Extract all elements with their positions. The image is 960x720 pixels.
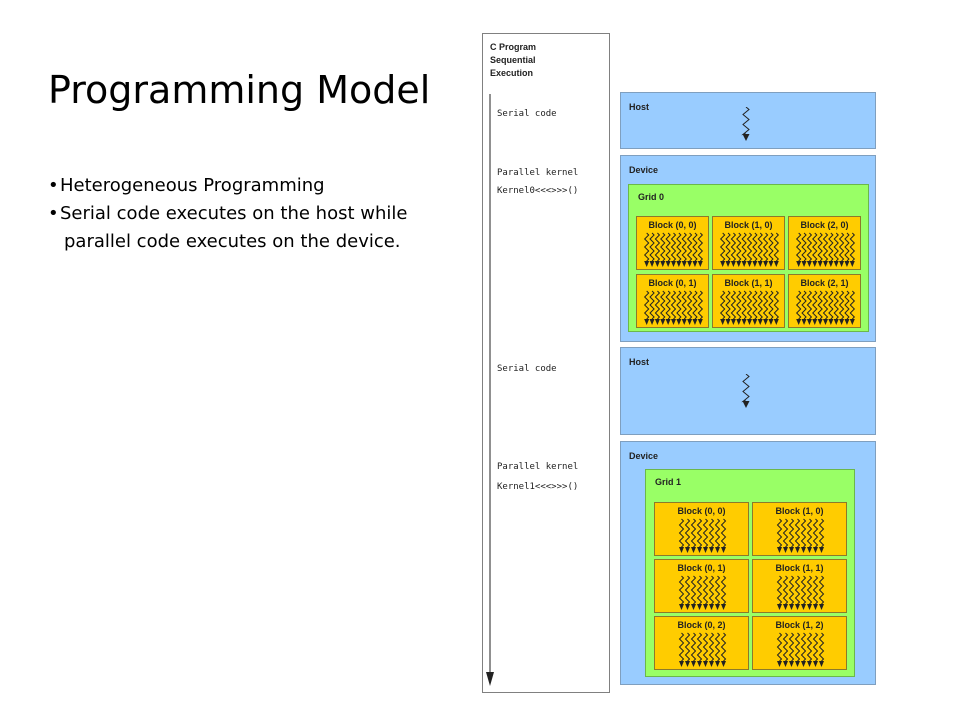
block-cell: Block (1, 0) — [712, 216, 785, 270]
block-label: Block (0, 1) — [648, 278, 697, 288]
grid1-box: Grid 1 Block (0, 0) Block (1, 0) Block (… — [645, 469, 855, 677]
bullet-dot-icon: • — [48, 175, 59, 196]
block-label: Block (0, 1) — [677, 563, 726, 573]
device-label: Device — [629, 451, 659, 461]
block-cell: Block (2, 0) — [788, 216, 861, 270]
thread-squiggles-icon — [776, 518, 825, 553]
thread-squiggles-icon — [678, 518, 727, 553]
thread-squiggles-icon — [719, 232, 780, 267]
serial-thread-icon — [741, 374, 750, 408]
thread-squiggles-icon — [678, 632, 727, 667]
device-label: Device — [629, 165, 659, 175]
bullet-item: • Heterogeneous Programming — [48, 172, 448, 200]
block-cell: Block (0, 0) — [654, 502, 749, 556]
thread-squiggles-icon — [678, 575, 727, 610]
grid0-box: Grid 0 Block (0, 0) Block (1, 0) Block (… — [628, 184, 869, 332]
host-box: Host — [620, 347, 876, 435]
block-cell: Block (1, 1) — [752, 559, 847, 613]
bullet-list: • Heterogeneous Programming • Serial cod… — [48, 172, 448, 256]
thread-squiggles-icon — [776, 632, 825, 667]
block-cell: Block (0, 1) — [654, 559, 749, 613]
host-box: Host — [620, 92, 876, 149]
grid1-label: Grid 1 — [655, 477, 682, 487]
thread-squiggles-icon — [719, 290, 780, 325]
bullet-continuation: parallel code executes on the device. — [64, 231, 401, 252]
device-box: Device Grid 1 Block (0, 0) Block (1, 0) … — [620, 441, 876, 685]
block-label: Block (2, 1) — [800, 278, 849, 288]
block-cell: Block (1, 2) — [752, 616, 847, 670]
block-cell: Block (0, 0) — [636, 216, 709, 270]
grid0-label: Grid 0 — [638, 192, 665, 202]
host-label: Host — [629, 357, 649, 367]
device-box: Device Grid 0 Block (0, 0) Block (1, 0) … — [620, 155, 876, 342]
block-cell: Block (2, 1) — [788, 274, 861, 328]
block-cell: Block (0, 2) — [654, 616, 749, 670]
bullet-text: Heterogeneous Programming — [60, 175, 325, 196]
thread-squiggles-icon — [643, 232, 704, 267]
block-label: Block (0, 0) — [648, 220, 697, 230]
slide-title: Programming Model — [48, 68, 431, 112]
block-label: Block (1, 1) — [724, 278, 773, 288]
block-label: Block (1, 1) — [775, 563, 824, 573]
block-label: Block (1, 0) — [775, 506, 824, 516]
thread-squiggles-icon — [795, 290, 856, 325]
parallel-kernel-label: Parallel kernel — [497, 168, 579, 178]
kernel0-label: Kernel0<<<>>>() — [497, 186, 579, 196]
thread-squiggles-icon — [795, 232, 856, 267]
block-label: Block (0, 0) — [677, 506, 726, 516]
bullet-dot-icon: • — [48, 203, 59, 224]
block-cell: Block (0, 1) — [636, 274, 709, 328]
program-title-line: Sequential — [490, 55, 536, 65]
block-label: Block (2, 0) — [800, 220, 849, 230]
program-title-line: C Program — [490, 42, 537, 52]
serial-thread-icon — [741, 107, 750, 141]
host-label: Host — [629, 102, 649, 112]
parallel-kernel-label: Parallel kernel — [497, 462, 579, 472]
c-program-panel: C Program Sequential Execution Serial co… — [482, 33, 610, 693]
block-cell: Block (1, 1) — [712, 274, 785, 328]
execution-arrow-icon — [486, 94, 494, 686]
thread-squiggles-icon — [643, 290, 704, 325]
block-label: Block (0, 2) — [677, 620, 726, 630]
thread-squiggles-icon — [776, 575, 825, 610]
block-label: Block (1, 0) — [724, 220, 773, 230]
kernel1-label: Kernel1<<<>>>() — [497, 482, 579, 492]
block-cell: Block (1, 0) — [752, 502, 847, 556]
block-label: Block (1, 2) — [775, 620, 824, 630]
bullet-item: • Serial code executes on the host while — [48, 200, 448, 228]
bullet-text: Serial code executes on the host while — [60, 203, 408, 224]
serial-code-label: Serial code — [497, 109, 557, 119]
program-title-line: Execution — [490, 68, 534, 78]
serial-code-label: Serial code — [497, 364, 557, 374]
